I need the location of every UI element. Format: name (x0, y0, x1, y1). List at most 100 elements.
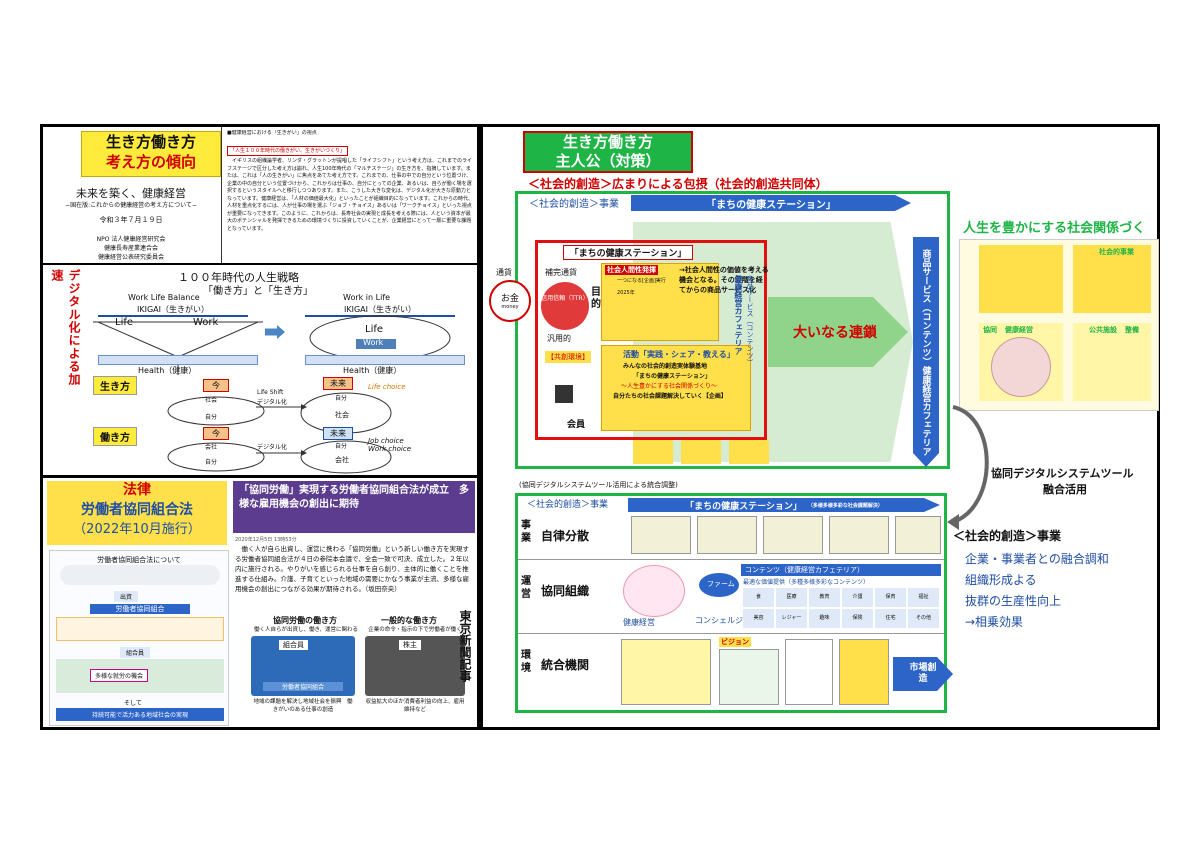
right-title-2: 主人公（対策） (555, 152, 661, 170)
row1-thumb-4 (829, 516, 889, 554)
kyodo-coop-bar: 労働者協同組合 (263, 682, 343, 691)
news-date: 2020年12月5日 13時53分 (235, 537, 297, 543)
curved-arrow (947, 405, 989, 530)
right-panel: 生き方働き方 主人公（対策） ＜社会的創造＞広まりによる包摂（社会的創造共同体）… (480, 124, 1160, 730)
jibun-label-3: 自分 (205, 459, 218, 466)
row1-thumb-5 (895, 516, 941, 554)
tsuka-label: 通貨 (496, 268, 512, 277)
kyodo-circle (623, 565, 685, 617)
row1-thumb-2 (697, 516, 757, 554)
cafe-vlabel-1: 健康経営カフェテリア (734, 275, 743, 355)
right-title-box: 生き方働き方 主人公（対策） (523, 131, 693, 173)
right-list-3: 抜群の生産性向上 (965, 594, 1062, 608)
hanyo-label: 汎用的 (547, 334, 571, 343)
shohin-vlabel-1: 商品サービス（コンテンツ） (746, 275, 754, 366)
health-bar-right (305, 355, 465, 365)
kaiin-qr (555, 385, 573, 403)
top-left-title-box: 生き方働き方 考え方の傾向 (81, 131, 221, 177)
ippan-result: 収益拡大のほか消費者利益の向上、雇用維持など (365, 699, 465, 713)
tool-label: 協同デジタルシステムツール (991, 467, 1134, 480)
kaisha-label-2: 会社 (335, 456, 349, 464)
mini-label-seibi: 整備 (1125, 326, 1139, 334)
right-list-1: 企業・事業者との融合調和 (965, 552, 1109, 566)
kabunushi-label: 株主 (399, 640, 421, 650)
digital-vertical-label: デジタル化による加速 (50, 269, 81, 386)
law-title-3: （2022年10月施行） (73, 522, 201, 537)
year-label: 2025年 (617, 290, 635, 296)
cafe-down-arrow: 商品サービス（コンテンツ）健康経営カフェテリア (913, 237, 939, 467)
shakai-label-2: 社会 (335, 411, 349, 419)
law-title-box: 法律 労働者協同組合法 （2022年10月施行） (47, 481, 227, 545)
mirai-tag-1: 未来 (323, 377, 353, 390)
mini-label-public: 公共施設 (1089, 326, 1117, 334)
digital-label-1: デジタル化 (257, 399, 287, 406)
law-flow-2: 労働者協同組合 (90, 604, 190, 614)
doc-date: 令和３年７月１９日 (99, 216, 163, 224)
news-body: 働く人が自ら出資し、運営に携わる「協同労働」という新しい働き方を実現する労働者協… (235, 545, 469, 593)
tool-label-2: 融合活用 (1043, 483, 1087, 496)
cell-2: 教育 (809, 588, 840, 607)
ippan-sub: 企業の命令・指示の下で労働者が働く (368, 627, 462, 633)
mini-label-kenko: 健康経営 (1005, 326, 1033, 334)
hojo-label: 補完通貨 (545, 268, 577, 277)
right-jigyo-heading: ＜社会的創造＞事業 (953, 529, 1062, 543)
work-choice-label: Work choice (368, 445, 412, 453)
law-caption: 労働者協同組合法について (97, 556, 181, 564)
shakai-label-1: 社会 (205, 397, 218, 404)
farm-circle (699, 573, 739, 597)
law-flow-1: 出資 (114, 591, 139, 602)
mini-circle (991, 337, 1051, 397)
health-label-left: Health（健康） (138, 366, 197, 375)
top-left-title-2: 考え方の傾向 (105, 153, 196, 171)
money-circle: お金 money (489, 280, 531, 322)
doc-right-quote: 「人生１００年時代の働きがい、生きがいづくり」 (227, 146, 349, 156)
law-people-row (56, 617, 224, 641)
right-list-4: →相乗効果 (965, 615, 1024, 629)
ikikata-diagram (167, 392, 392, 434)
doc-right-body: イギリスの組織論学者、リンダ・グラットンが提唱した「ライフシフト」という考え方は… (227, 158, 474, 232)
machi-arrow-label: 「まちの健康ステーション」 (706, 199, 836, 211)
divider-h (43, 263, 477, 265)
row3-thumb-1 (621, 639, 711, 705)
mokuteki-label: 目的 (591, 287, 601, 310)
contents-grid: 食 医療 教育 介護 保育 福祉 美容 レジャー 趣味 保険 住宅 その他 (743, 588, 939, 628)
law-cloud (60, 565, 220, 585)
cell-0: 食 (743, 588, 774, 607)
lower-machi-label: 「まちの健康ステーション」 (685, 501, 802, 512)
shinyo-circle: 信用信頼（TTR） (541, 282, 589, 330)
hitotsu-label: 一つになる[企画]実行 (617, 278, 666, 284)
katsudo-sub-4: 自分たちの社会課題解決していく【企画】 (613, 393, 727, 400)
top-left-panel: 生き方働き方 考え方の傾向 未来を築く、健康経営 −国在版:これからの健康経営の… (40, 124, 480, 479)
shift-arrow (265, 325, 285, 339)
law-flow-5: そして (124, 700, 142, 707)
law-title-1: 法律 (123, 482, 151, 498)
cell-3: 介護 (842, 588, 873, 607)
doc-title: 未来を築く、健康経営 (76, 187, 186, 200)
life-choice-label: Life choice (368, 383, 406, 391)
strategy-title: １００年時代の人生戦略 (178, 271, 299, 284)
hatarakikata-tag: 働き方 (93, 427, 137, 446)
row1-thumb-1 (631, 516, 691, 554)
wil-label: Work in Life (343, 293, 391, 302)
cell-9: 保険 (842, 609, 873, 628)
market-label: 市場創造 (909, 663, 937, 684)
ima-tag-1: 今 (203, 379, 229, 392)
mini-panel-1 (979, 245, 1063, 313)
cell-5: 福祉 (908, 588, 939, 607)
shinyo-label: 信用信頼（TTR） (541, 295, 589, 302)
social-creation-box (515, 191, 950, 469)
row3-thumb-2 (719, 649, 779, 705)
right-list-2: 組織形成よる (965, 573, 1037, 587)
katsudo-sub-3: 〜人生豊かにする社会関係づくり〜 (621, 383, 718, 390)
mini-label-kyodo: 協同 (983, 326, 997, 334)
contents-header: コンテンツ（健康経営カフェテリア） (741, 564, 941, 576)
doc-right-header: ■健康経営における「生きがい」の視点 (227, 130, 317, 136)
row3-thumb-3 (785, 639, 833, 705)
cell-7: レジャー (776, 609, 807, 628)
jibun-label-1: 自分 (205, 414, 218, 421)
row1-label: 自律分散 (541, 529, 590, 543)
kaisha-label-1: 会社 (205, 444, 218, 451)
money-label: money (501, 304, 519, 310)
digital-label-2: デジタル化 (257, 444, 287, 451)
contents-sub: 最適な価値提供（多種多様多彩なコンテンツ） (743, 579, 870, 586)
